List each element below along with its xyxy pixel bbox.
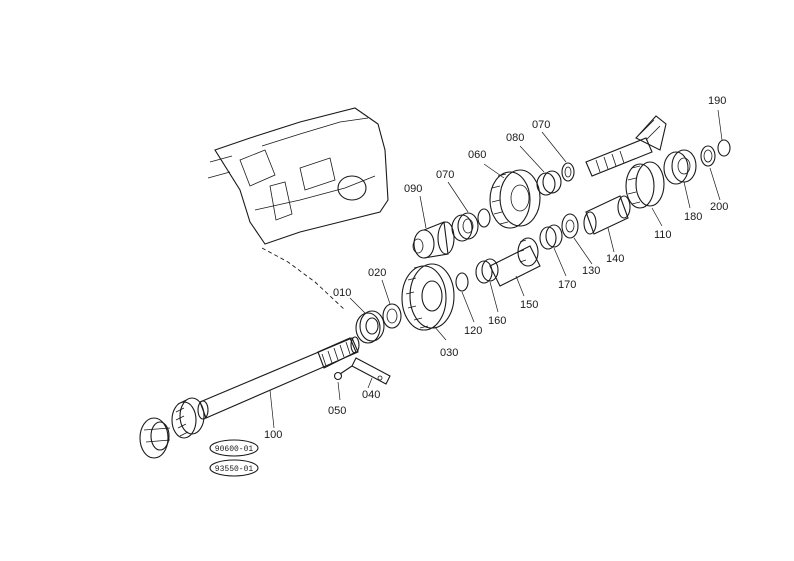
callout-110: 110 bbox=[654, 229, 672, 241]
callout-040: 040 bbox=[362, 389, 380, 401]
callout-020: 020 bbox=[368, 267, 386, 279]
callout-120: 120 bbox=[464, 325, 482, 337]
kit-label-1: 90600-01 bbox=[215, 445, 254, 454]
washer-120 bbox=[455, 272, 469, 292]
gear-110 bbox=[625, 161, 665, 209]
callout-200: 200 bbox=[710, 201, 728, 213]
callout-090: 090 bbox=[404, 183, 422, 195]
bearing-170 bbox=[539, 224, 563, 250]
callout-170: 170 bbox=[558, 279, 576, 291]
kit-oval-1 bbox=[209, 439, 259, 457]
callout-100: 100 bbox=[264, 429, 282, 441]
callout-labels: 010 020 030 040 050 060 070 070 080 090 … bbox=[264, 95, 728, 441]
callout-130: 130 bbox=[582, 265, 600, 277]
callout-050: 050 bbox=[328, 405, 346, 417]
callout-180: 180 bbox=[684, 211, 702, 223]
callout-190: 190 bbox=[708, 95, 726, 107]
bearing-080 bbox=[536, 170, 562, 196]
washer-020 bbox=[382, 303, 402, 329]
callout-160: 160 bbox=[488, 315, 506, 327]
callout-080: 080 bbox=[506, 132, 524, 144]
kit-references: 90600-01 93550-01 bbox=[209, 439, 259, 477]
callout-150: 150 bbox=[520, 299, 538, 311]
bolt-050 bbox=[333, 365, 353, 381]
callout-070-upper: 070 bbox=[532, 119, 550, 131]
snap-ring-190 bbox=[717, 139, 731, 157]
bearing-160 bbox=[475, 258, 499, 284]
washer-070-upper bbox=[561, 162, 575, 182]
kit-oval-2 bbox=[209, 459, 259, 477]
bearing-070-lower bbox=[451, 212, 479, 242]
callout-140: 140 bbox=[606, 253, 624, 265]
gear-shaft-150 bbox=[489, 237, 541, 287]
callout-070-lower: 070 bbox=[436, 169, 454, 181]
washer-130 bbox=[561, 213, 579, 239]
kit-label-2: 93550-01 bbox=[215, 465, 254, 474]
callout-060: 060 bbox=[468, 149, 486, 161]
gear-030 bbox=[401, 263, 455, 331]
transmission-housing bbox=[207, 107, 389, 311]
bearing-010 bbox=[355, 310, 385, 344]
callout-010: 010 bbox=[333, 287, 351, 299]
hub-090 bbox=[412, 221, 455, 259]
washer-070 bbox=[477, 208, 491, 228]
leader-lines bbox=[269, 109, 723, 429]
bearing-180 bbox=[663, 149, 697, 185]
callout-030: 030 bbox=[440, 347, 458, 359]
shaft-end-gear bbox=[171, 397, 205, 439]
gear-060 bbox=[489, 169, 541, 229]
pinion-shaft bbox=[585, 115, 667, 177]
left-end-bearing bbox=[139, 417, 171, 459]
washer-200 bbox=[700, 145, 716, 167]
plate-040 bbox=[351, 357, 391, 385]
sleeve-140 bbox=[583, 195, 631, 235]
